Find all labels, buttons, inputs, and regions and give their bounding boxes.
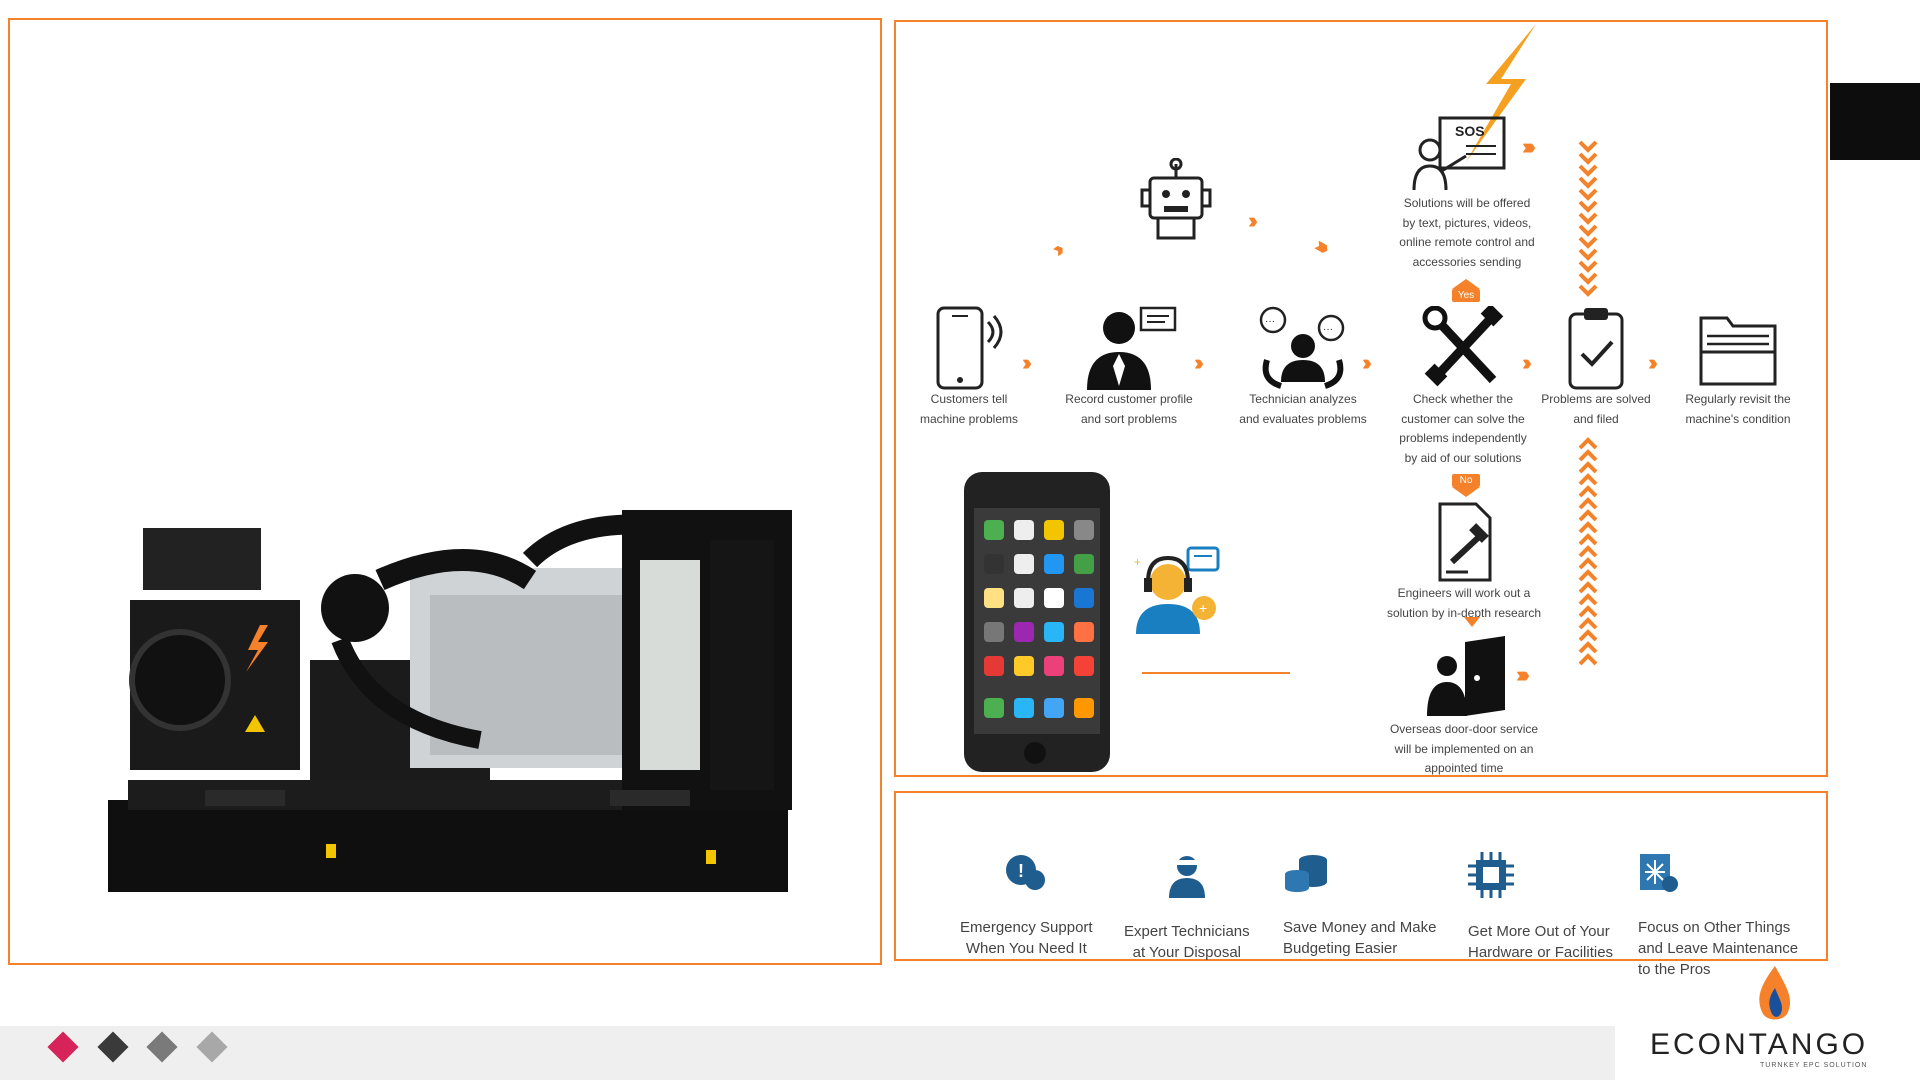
revisit-caption: Regularly revisit the machine's conditio…	[1685, 392, 1791, 426]
sos-text: SOS	[1455, 123, 1485, 139]
vertical-chevron-up	[1576, 436, 1600, 682]
chevron-arrow-icon: ›››	[1248, 208, 1258, 233]
overseas-node: Overseas door-door service will be imple…	[1374, 636, 1554, 779]
benefit-emergency: ! Emergency Support When You Need It	[960, 831, 1093, 980]
benefit-focus: Focus on Other Things and Leave Maintena…	[1638, 831, 1798, 1001]
app-grid-icon	[984, 520, 1094, 718]
record-caption: Record customer profile and sort problem…	[1065, 392, 1193, 426]
solved-node: Problems are solved and filed	[1536, 306, 1656, 429]
chip-icon	[1468, 852, 1514, 898]
benefit-emergency-label: Emergency Support When You Need It	[960, 919, 1093, 957]
vertical-chevron-down	[1576, 138, 1600, 308]
presenter-sos-icon: SOS	[1412, 116, 1506, 191]
no-label: No	[1452, 474, 1480, 487]
technician-icon	[1168, 856, 1205, 898]
check-node: Check whether the customer can solve the…	[1388, 306, 1538, 468]
flame-icon	[1759, 966, 1791, 1020]
side-tab	[1830, 83, 1920, 160]
svg-text:+: +	[1134, 555, 1141, 569]
support-agent-icon: + +	[1134, 546, 1220, 634]
solved-caption: Problems are solved and filed	[1541, 392, 1651, 426]
document-gavel-icon	[1438, 502, 1492, 582]
robot-node	[1134, 158, 1218, 242]
revisit-node: Regularly revisit the machine's conditio…	[1668, 306, 1808, 429]
yes-badge: Yes	[1452, 279, 1480, 302]
clipboard-check-icon	[1568, 308, 1624, 390]
benefit-hardware: Get More Out of Your Hardware or Facilit…	[1468, 831, 1613, 984]
generator-image	[108, 510, 792, 892]
no-badge: No	[1452, 474, 1480, 497]
chevron-arrow-icon: ››››››	[1522, 134, 1536, 159]
logo-tagline: TURNKEY EPC SOLUTION	[1760, 1062, 1868, 1069]
discussion-icon: ··· ···	[1259, 306, 1345, 389]
benefit-focus-label: Focus on Other Things and Leave Maintena…	[1638, 919, 1799, 978]
door-person-icon	[1427, 636, 1505, 716]
technician-node: ··· ··· Technician analyzes and evaluate…	[1228, 306, 1378, 429]
engineers-caption: Engineers will work out a solution by in…	[1386, 586, 1542, 620]
customers-node: Customers tell machine problems	[914, 306, 1024, 429]
chevron-arrow-icon: ›››	[1522, 350, 1532, 375]
phone-signal-icon	[936, 306, 1003, 390]
benefit-budget: Save Money and Make Budgeting Easier	[1283, 831, 1436, 980]
chevron-arrow-icon: ›››	[1362, 350, 1372, 375]
solutions-node: SOS Solutions will be offered by text, p…	[1382, 114, 1552, 272]
chevron-arrow-icon: ›››	[1194, 350, 1204, 375]
benefit-hardware-label: Get More Out of Your Hardware or Facilit…	[1468, 923, 1614, 961]
chevron-arrow-icon: ›››	[1022, 350, 1032, 375]
folder-icon	[1699, 316, 1777, 386]
chat-alert-icon: !	[1006, 855, 1046, 890]
svg-text:···: ···	[1323, 324, 1333, 335]
footer-bar	[0, 1026, 1615, 1080]
engineers-node: Engineers will work out a solution by in…	[1374, 500, 1554, 623]
robot-icon	[1140, 158, 1212, 240]
tools-icon	[1422, 306, 1504, 387]
chevron-arrow-icon: ››››››	[1516, 662, 1530, 687]
svg-text:!: !	[1018, 861, 1024, 881]
benefits-panel: ! Emergency Support When You Need It Exp…	[894, 791, 1828, 978]
solutions-caption: Solutions will be offered by text, pictu…	[1399, 196, 1535, 269]
svg-text:+: +	[1199, 600, 1207, 616]
orange-underline	[1142, 672, 1290, 674]
overseas-caption: Overseas door-door service will be imple…	[1389, 722, 1539, 775]
benefit-technicians-label: Expert Technicians at Your Disposal	[1124, 923, 1250, 961]
chevron-arrow-icon: ›››	[1046, 239, 1065, 262]
yes-label: Yes	[1452, 289, 1480, 302]
coins-icon	[1285, 855, 1327, 892]
record-node: Record customer profile and sort problem…	[1054, 306, 1204, 429]
check-caption: Check whether the customer can solve the…	[1399, 392, 1527, 465]
smartphone-image	[964, 472, 1110, 772]
chevron-arrow-icon: ››››››	[1310, 231, 1330, 258]
generator-panel	[8, 18, 882, 965]
customers-caption: Customers tell machine problems	[919, 392, 1019, 426]
technician-caption: Technician analyzes and evaluates proble…	[1239, 392, 1367, 426]
snowflake-doc-icon	[1640, 854, 1678, 892]
businessman-icon	[1087, 306, 1177, 390]
chevron-arrow-icon: ›››	[1648, 350, 1658, 375]
benefit-budget-label: Save Money and Make Budgeting Easier	[1283, 919, 1437, 957]
benefit-technicians: Expert Technicians at Your Disposal	[1124, 831, 1250, 984]
econtango-logo: ECONTANGO TURNKEY EPC SOLUTION	[1640, 966, 1920, 1076]
service-flow-panel: SOS Solutions will be offered by text, p…	[894, 20, 1828, 777]
logo-name: ECONTANGO	[1650, 1028, 1869, 1061]
down-arrow-small	[1464, 617, 1480, 627]
svg-text:···: ···	[1265, 316, 1275, 327]
